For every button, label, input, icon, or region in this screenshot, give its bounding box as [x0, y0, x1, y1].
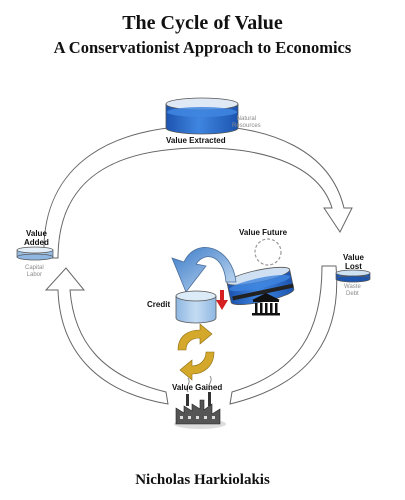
value-lost-label: Value Lost [343, 253, 364, 271]
waste-debt-note: Waste Debt [344, 284, 361, 297]
natural-resources-note: Natural Resources [232, 116, 261, 129]
value-future-label: Value Future [239, 228, 288, 237]
capital-labor-note: Capital Labor [25, 265, 44, 278]
future-circle-icon [254, 238, 282, 266]
cycle-arrow-right [229, 265, 338, 405]
value-extracted-label: Value Extracted [166, 136, 226, 145]
bank-icon [252, 293, 280, 316]
factory-icon [174, 375, 226, 429]
cylinder-icon [335, 269, 371, 283]
recycle-arrows-icon [177, 323, 215, 381]
author-name: Nicholas Harkiolakis [135, 472, 270, 488]
value-added-label: Value Added [24, 229, 49, 247]
cylinder-icon [226, 266, 295, 306]
credit-label: Credit [147, 300, 171, 309]
cycle-arrow-left [44, 267, 169, 405]
cylinder-icon [175, 290, 217, 324]
cylinder-icon [16, 246, 54, 261]
value-gained-label: Value Gained [172, 383, 223, 392]
cylinder-icon [165, 97, 239, 135]
down-arrow-icon [216, 290, 228, 310]
curved-arrow-icon [171, 247, 237, 293]
page-title: The Cycle of Value [122, 12, 283, 34]
page-subtitle: A Conservationist Approach to Economics [53, 38, 352, 57]
cycle-arrow-top [43, 125, 353, 259]
